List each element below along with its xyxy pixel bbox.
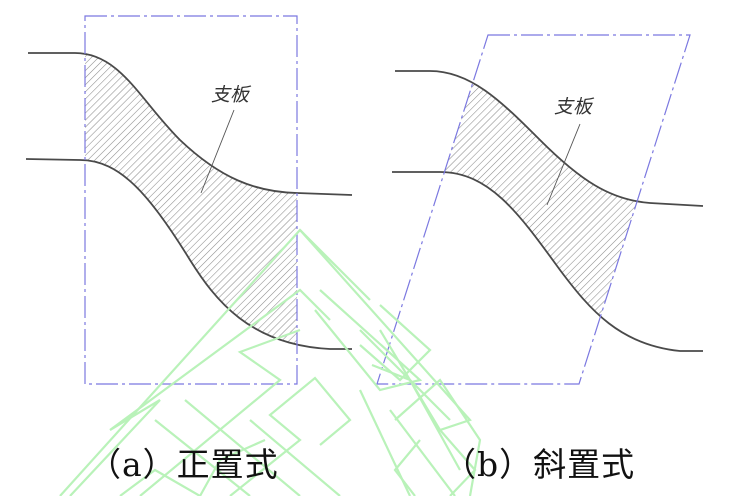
strut-hatch-region — [392, 71, 690, 351]
oblique-frame — [376, 34, 691, 385]
strut-label-a: 支板 — [211, 84, 252, 106]
panel-a: 支板 — [25, 15, 353, 385]
upper-strut-curve — [28, 52, 353, 196]
upper-strut-curve — [395, 70, 704, 207]
lower-strut-curve — [392, 171, 703, 352]
caption-b: （b）斜置式 — [443, 445, 636, 484]
watermark — [59, 228, 482, 496]
strut-label-b: 支板 — [554, 96, 595, 118]
caption-a: （a）正置式 — [88, 445, 279, 484]
leader-line-b — [546, 123, 581, 206]
strut-hatch-region — [85, 53, 297, 345]
orthogonal-frame — [84, 15, 298, 385]
panel-b: 支板 — [376, 34, 704, 385]
leader-line-a — [200, 109, 235, 194]
